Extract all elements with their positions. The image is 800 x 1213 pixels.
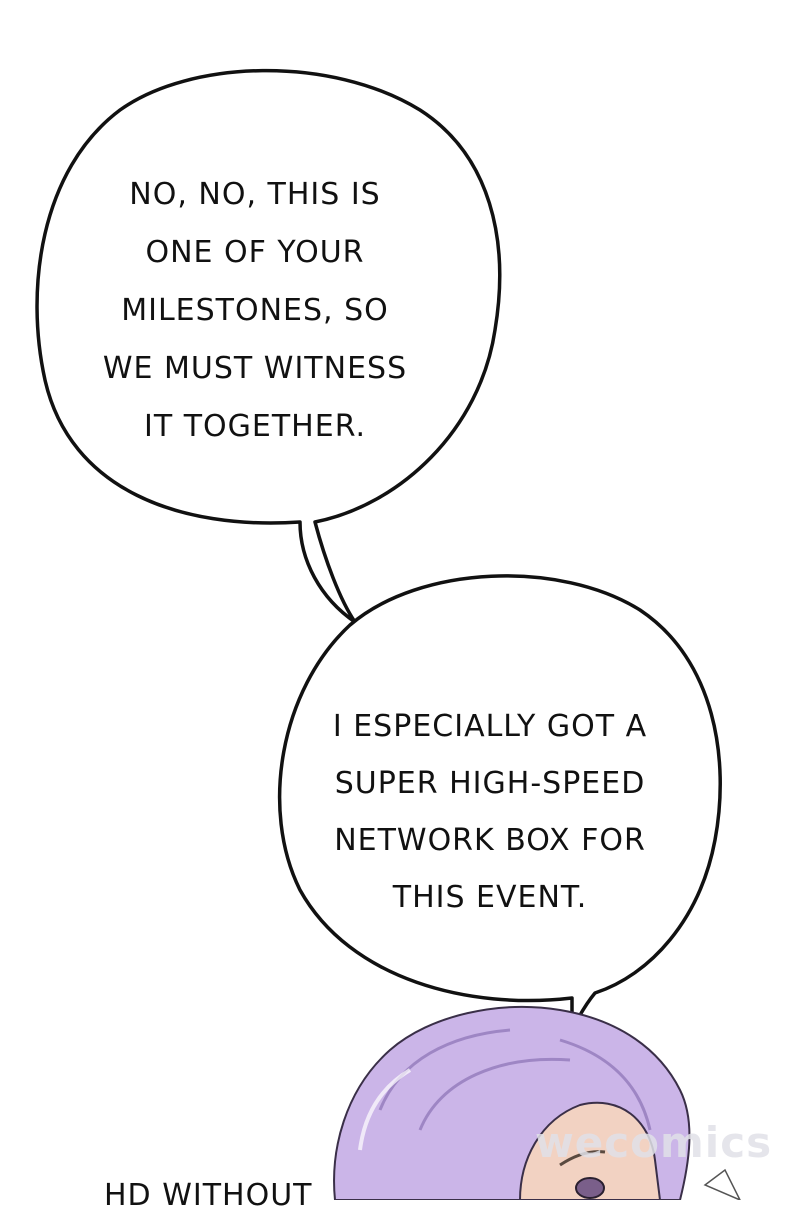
- speech-bubble-2-text: I ESPECIALLY GOT A SUPER HIGH-SPEED NETW…: [290, 698, 690, 926]
- bubble-line: WE MUST WITNESS: [102, 351, 408, 386]
- character-eye: [575, 1177, 605, 1199]
- bubble-line: MILESTONES, SO: [121, 293, 389, 328]
- bubble-line: THIS EVENT.: [392, 880, 588, 915]
- speech-bubble-2: [277, 574, 722, 1032]
- bubble-line: NO, NO, THIS IS: [129, 177, 381, 212]
- watermark-logo: wecomics: [535, 1118, 773, 1167]
- bubble-line: NETWORK BOX FOR: [334, 823, 646, 858]
- bubble-line: SUPER HIGH-SPEED: [334, 766, 646, 801]
- bubble-line: ONE OF YOUR: [145, 235, 365, 270]
- speech-bubble-1-text: NO, NO, THIS IS ONE OF YOUR MILESTONES, …: [70, 166, 440, 456]
- bubble-line: I ESPECIALLY GOT A: [332, 709, 648, 744]
- bubble-line: IT TOGETHER.: [144, 409, 366, 444]
- speech-bubble-1: [35, 68, 502, 624]
- cut-off-caption: HD WITHOUT: [104, 1178, 313, 1213]
